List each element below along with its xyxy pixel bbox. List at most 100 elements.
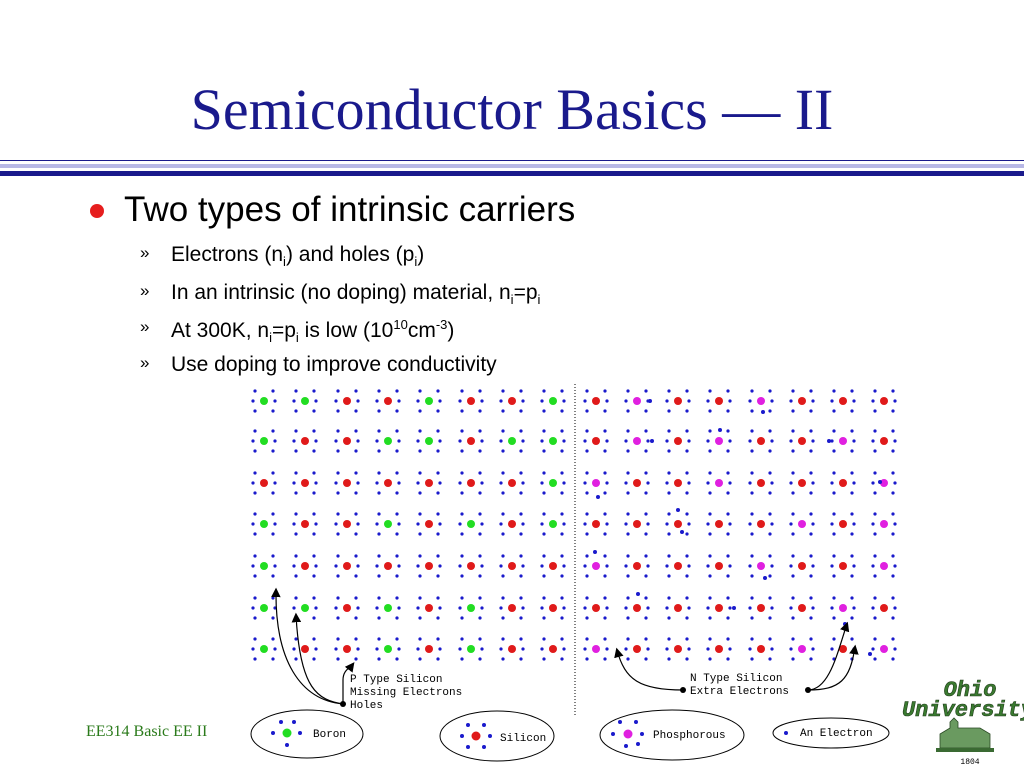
boron-atom <box>260 397 268 405</box>
boron-atom <box>384 645 392 653</box>
bond-electron <box>354 512 358 516</box>
bond-electron <box>811 439 815 443</box>
bond-electron <box>377 471 381 475</box>
p-label-line-1: P Type Silicon <box>350 674 442 686</box>
bond-electron <box>644 596 648 600</box>
bond-electron <box>624 606 628 610</box>
bond-electron <box>560 471 564 475</box>
silicon-atom <box>633 604 641 612</box>
bond-electron <box>706 606 710 610</box>
bond-electron <box>542 574 546 578</box>
bond-electron <box>312 657 316 661</box>
bond-electron <box>542 449 546 453</box>
bond-electron <box>294 389 298 393</box>
silicon-atom <box>880 604 888 612</box>
bond-electron <box>377 637 381 641</box>
bond-electron <box>893 439 897 443</box>
bond-electron <box>891 574 895 578</box>
bond-electron <box>685 532 689 536</box>
boron-atom <box>549 520 557 528</box>
bond-electron <box>542 532 546 536</box>
bond-electron <box>253 409 257 413</box>
bond-electron <box>395 554 399 558</box>
bond-electron <box>436 574 440 578</box>
n-label-line-1: N Type Silicon <box>690 673 782 685</box>
bond-electron <box>685 429 689 433</box>
bond-electron <box>478 389 482 393</box>
bond-electron <box>832 409 836 413</box>
main-bullet-text: Two types of intrinsic carriers <box>124 190 576 229</box>
bond-electron <box>416 481 420 485</box>
bond-electron <box>436 554 440 558</box>
bond-electron <box>521 647 525 651</box>
bond-electron <box>271 471 275 475</box>
bond-electron <box>294 491 298 495</box>
bond-electron <box>542 637 546 641</box>
silicon-atom <box>757 520 765 528</box>
bond-electron <box>708 389 712 393</box>
bond-electron <box>395 471 399 475</box>
free-electron <box>718 428 722 432</box>
silicon-atom <box>757 437 765 445</box>
bond-electron <box>585 471 589 475</box>
bond-electron <box>768 574 772 578</box>
title-rule-thin <box>0 160 1024 161</box>
bond-electron <box>521 439 525 443</box>
free-electron <box>761 410 765 414</box>
silicon-atom <box>508 645 516 653</box>
bond-electron <box>560 449 564 453</box>
bond-electron <box>791 512 795 516</box>
bond-electron <box>791 409 795 413</box>
bond-electron <box>294 657 298 661</box>
bond-electron <box>750 554 754 558</box>
bond-electron <box>873 657 877 661</box>
bond-electron <box>416 439 420 443</box>
bond-electron <box>891 616 895 620</box>
bond-electron <box>728 399 732 403</box>
bond-electron <box>519 574 523 578</box>
bond-electron <box>314 439 318 443</box>
silicon-atom <box>798 479 806 487</box>
bond-electron <box>395 449 399 453</box>
n-label-line-2: Extra Electrons <box>690 686 789 698</box>
bond-electron <box>501 554 505 558</box>
bond-electron <box>644 657 648 661</box>
bond-electron <box>438 481 442 485</box>
bond-electron <box>375 522 379 526</box>
bond-electron <box>395 389 399 393</box>
bond-electron <box>377 596 381 600</box>
bond-electron <box>809 637 813 641</box>
silicon-atom <box>425 479 433 487</box>
bond-electron <box>336 512 340 516</box>
bond-electron <box>271 616 275 620</box>
bond-electron <box>583 564 587 568</box>
bond-electron <box>850 389 854 393</box>
bond-electron <box>397 647 401 651</box>
bond-electron <box>253 512 257 516</box>
bond-electron <box>791 429 795 433</box>
bond-electron <box>294 449 298 453</box>
bond-electron <box>377 616 381 620</box>
bond-electron <box>770 606 774 610</box>
bond-electron <box>768 657 772 661</box>
bond-electron <box>750 471 754 475</box>
phosphorous-atom <box>592 479 600 487</box>
bond-electron <box>811 606 815 610</box>
bond-electron <box>377 409 381 413</box>
bond-electron <box>480 481 484 485</box>
n-annotation-anchor-left <box>680 687 686 693</box>
bond-electron <box>460 512 464 516</box>
bond-electron <box>770 399 774 403</box>
bond-electron <box>560 574 564 578</box>
bond-electron <box>605 647 609 651</box>
bond-electron <box>768 491 772 495</box>
bond-electron <box>273 564 277 568</box>
bond-electron <box>871 606 875 610</box>
bond-electron <box>811 399 815 403</box>
legend-phosphorous: Phosphorous <box>599 709 745 761</box>
bond-electron <box>336 449 340 453</box>
bond-electron <box>334 564 338 568</box>
bond-electron <box>646 522 650 526</box>
bond-electron <box>499 564 503 568</box>
sub-bullet-marker-icon: » <box>140 281 150 300</box>
